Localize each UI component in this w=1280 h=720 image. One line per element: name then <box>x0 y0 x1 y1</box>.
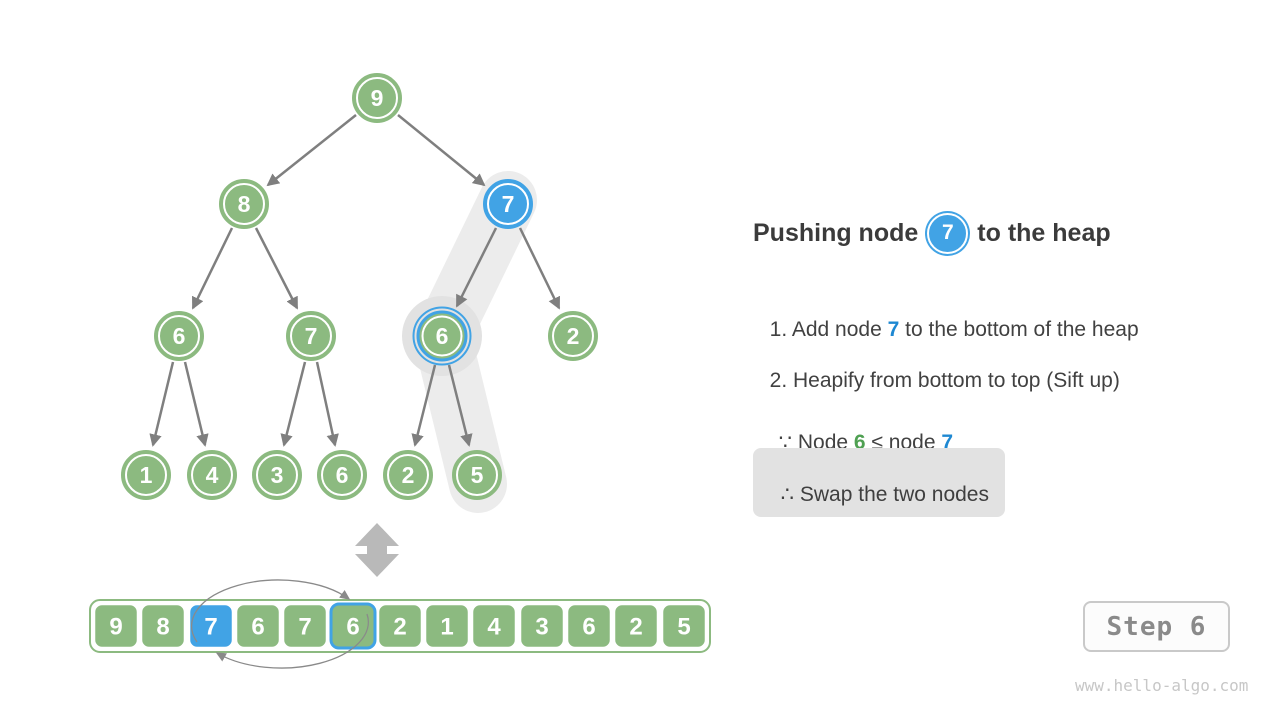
edge-8-7 <box>254 227 299 310</box>
tree-edges <box>149 114 561 447</box>
swap-arrows-icon <box>190 579 369 669</box>
edge-6-4 <box>183 361 209 447</box>
tree-node: 5 <box>452 450 502 500</box>
instruction-step-2: 2. Heapify from bottom to top (Sift up) <box>758 345 1120 393</box>
array-cell: 1 <box>423 602 471 650</box>
tree-node-label: 6 <box>173 323 186 349</box>
array-cell: 2 <box>376 602 424 650</box>
tree-node: 6 <box>317 450 367 500</box>
array-cell-value: 3 <box>535 613 548 640</box>
edge-7-6b <box>315 361 339 447</box>
tree-node: 6 <box>154 311 204 361</box>
array-cell-value: 6 <box>582 613 595 640</box>
edge-6-1 <box>149 361 175 447</box>
array-cell-value: 8 <box>156 613 169 640</box>
edge-7-6 <box>455 227 498 308</box>
pushed-node-value: 7 <box>941 221 954 244</box>
panel-heading: Pushing node 7 to the heap <box>753 208 1111 258</box>
array-cell: 9 <box>92 602 140 650</box>
step-badge: Step 6 <box>1083 601 1230 652</box>
condition-blue-value: 7 <box>941 431 954 454</box>
array-cell-value: 2 <box>393 613 406 640</box>
tree-node-label: 6 <box>336 462 349 488</box>
watermark: www.hello-algo.com <box>1075 676 1248 695</box>
heading-suffix: to the heap <box>977 218 1111 247</box>
swap-arc-top <box>190 579 351 643</box>
swap-arc-bottom <box>215 613 369 669</box>
array-cell-value: 1 <box>440 613 453 640</box>
heap-array: 9 8 7 6 7 6 2 1 <box>89 599 711 653</box>
edge-6b-2 <box>411 364 437 447</box>
edge-9-8 <box>266 114 357 187</box>
heap-diagram: 9 8 7 6 7 6 2 <box>89 73 711 669</box>
tree-node-label: 2 <box>567 323 580 349</box>
step-1-text-suffix: to the bottom of the heap <box>899 318 1139 341</box>
edge-6b-5 <box>447 364 473 447</box>
tree-node-label: 5 <box>471 462 484 488</box>
tree-node: 8 <box>219 179 269 229</box>
tree-node: 7 <box>286 311 336 361</box>
condition-line: ∵ Node 6 ≤ node 7 <box>767 406 953 455</box>
step-1-highlight: 7 <box>887 318 900 341</box>
step-2-text: 2. Heapify from bottom to top (Sift up) <box>769 369 1120 392</box>
array-cell: 6 <box>565 602 613 650</box>
edge-8-6 <box>191 227 234 310</box>
tree-node-label: 2 <box>402 462 415 488</box>
array-cell: 3 <box>518 602 566 650</box>
edge-7-2 <box>518 227 561 310</box>
array-cell-value: 6 <box>251 613 264 640</box>
pushed-node-badge: 7 <box>927 212 969 254</box>
array-cell: 7 <box>281 602 329 650</box>
conclusion-text: ∴ Swap the two nodes <box>780 483 989 506</box>
array-cell-value: 9 <box>109 613 122 640</box>
array-cell-value: 7 <box>204 613 217 640</box>
instruction-step-1: 1. Add node 7 to the bottom of the heap <box>758 294 1139 342</box>
step-badge-label: Step 6 <box>1106 611 1207 642</box>
tree-node-label: 1 <box>140 462 153 488</box>
updown-arrow-icon <box>355 523 399 577</box>
tree-node-label: 6 <box>436 323 449 349</box>
array-cell: 5 <box>660 602 708 650</box>
tree-node-label: 7 <box>502 191 515 217</box>
tree-node: 1 <box>121 450 171 500</box>
watermark-text: www.hello-algo.com <box>1075 676 1249 695</box>
tree-node: 3 <box>252 450 302 500</box>
array-cell-value: 7 <box>298 613 311 640</box>
array-cell-value: 2 <box>629 613 642 640</box>
condition-green-value: 6 <box>853 431 866 454</box>
tree-node-label: 9 <box>371 85 384 111</box>
tree-node-label: 7 <box>305 323 318 349</box>
tree-node-root: 9 <box>352 73 402 123</box>
tree-node-pushed: 7 <box>483 179 533 229</box>
tree-node-label: 8 <box>238 191 251 217</box>
edge-9-7 <box>397 114 486 187</box>
tree-node: 2 <box>548 311 598 361</box>
array-cell: 6 <box>234 602 282 650</box>
array-cell-blue: 7 <box>187 602 235 650</box>
tree-node-label: 4 <box>206 462 219 488</box>
tree-node-label: 3 <box>271 462 284 488</box>
array-cell-value: 5 <box>677 613 690 640</box>
edge-7-3 <box>280 361 307 447</box>
array-cell: 2 <box>612 602 660 650</box>
step-1-text: 1. Add node <box>769 318 888 341</box>
tree-nodes: 9 8 7 6 7 6 2 <box>121 73 598 500</box>
tree-node-swap-target: 6 <box>412 306 472 366</box>
heading-prefix: Pushing node <box>753 218 919 247</box>
array-cell: 4 <box>470 602 518 650</box>
array-cell-value: 4 <box>487 613 501 640</box>
tree-node: 2 <box>383 450 433 500</box>
tree-node: 4 <box>187 450 237 500</box>
array-cell-value: 6 <box>346 613 359 640</box>
array-cell: 8 <box>139 602 187 650</box>
conclusion-box: ∴ Swap the two nodes <box>753 448 1005 517</box>
